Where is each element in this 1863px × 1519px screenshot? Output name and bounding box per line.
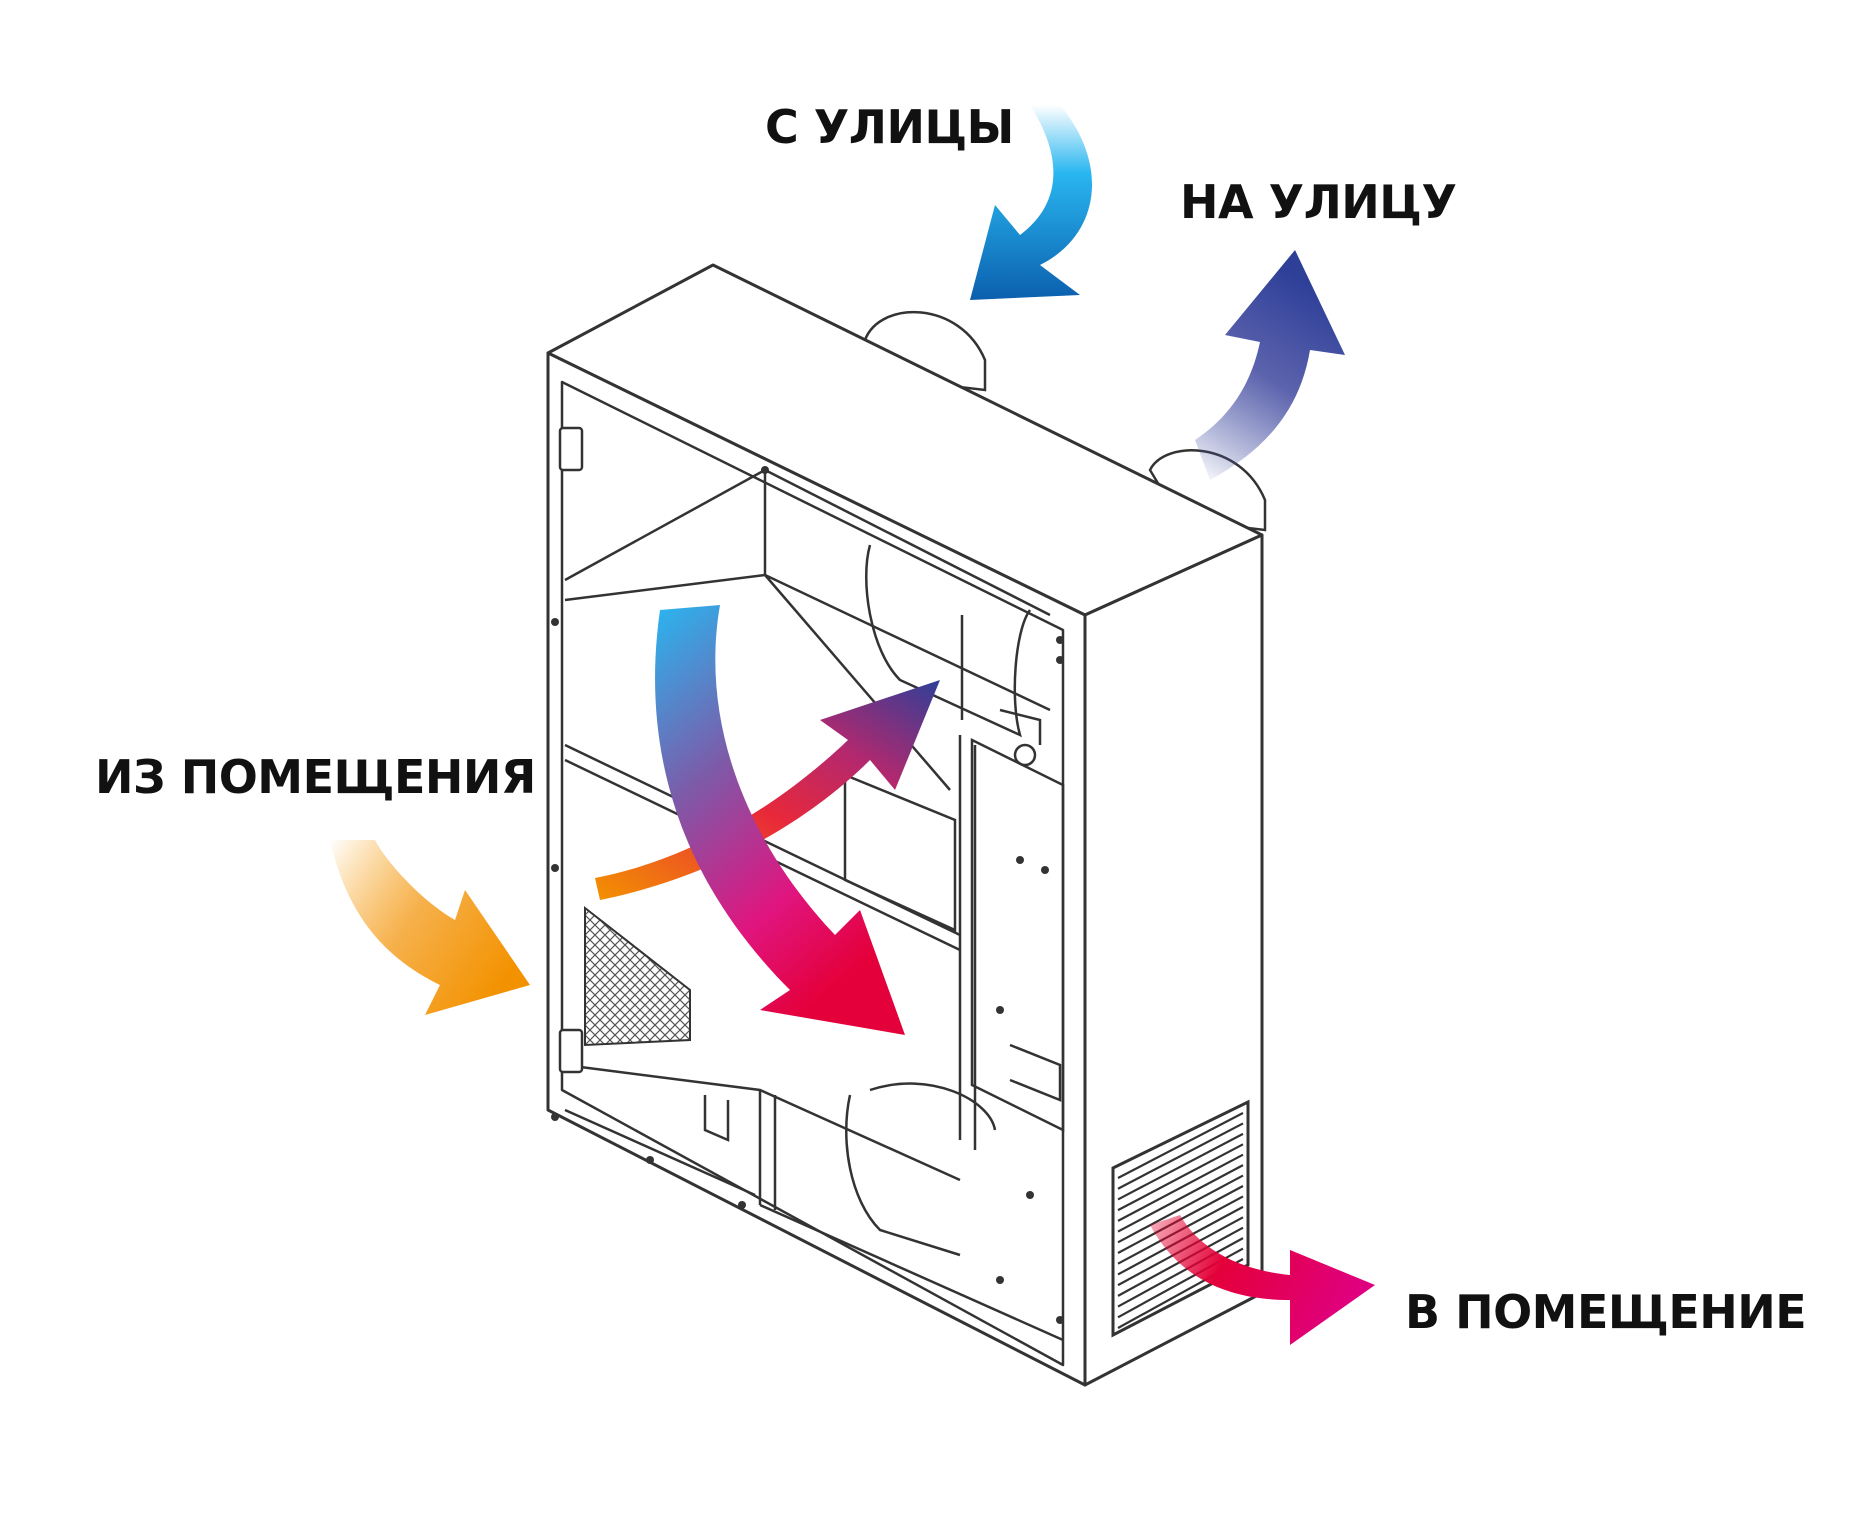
arrow-exhaust-through-unit xyxy=(595,680,940,900)
louvre-slat xyxy=(1117,1122,1244,1190)
louvre-slat xyxy=(1117,1112,1244,1179)
label-from-room: ИЗ ПОМЕЩЕНИЯ xyxy=(95,750,536,804)
arrow-to-room xyxy=(1150,1215,1375,1345)
louvre-slat xyxy=(1117,1132,1244,1201)
louvre-slat xyxy=(1117,1237,1244,1308)
filter-mesh xyxy=(584,905,691,1047)
label-to-room: В ПОМЕЩЕНИЕ xyxy=(1405,1285,1807,1339)
arrow-fresh-through-unit xyxy=(655,605,905,1035)
louvre-slat xyxy=(1117,1143,1244,1212)
door-hinges xyxy=(558,426,584,1074)
arrow-to-street xyxy=(1195,250,1345,480)
label-from-street: С УЛИЦЫ xyxy=(765,100,1014,154)
louvre-slat xyxy=(1117,1174,1244,1244)
arrow-from-room xyxy=(330,840,530,1015)
label-to-street: НА УЛИЦУ xyxy=(1180,175,1457,229)
screws xyxy=(551,466,1064,1324)
airflow-arrows xyxy=(330,105,1375,1345)
louvre-slat xyxy=(1117,1153,1244,1222)
arrow-from-street xyxy=(970,105,1093,300)
louvre-slat xyxy=(1117,1164,1244,1233)
